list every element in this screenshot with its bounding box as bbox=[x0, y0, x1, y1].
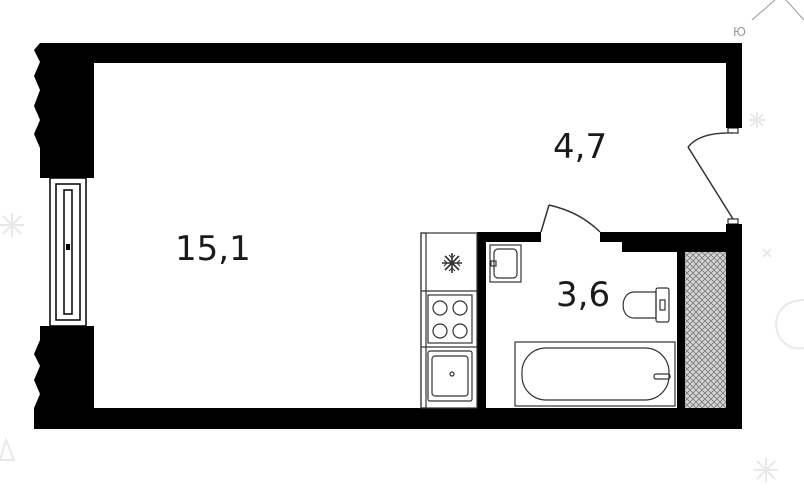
burner-2 bbox=[452, 300, 468, 316]
kitchen-unit bbox=[420, 232, 478, 409]
window bbox=[49, 177, 87, 327]
bathroom-door-leaf bbox=[540, 204, 550, 233]
decor-snowflake-icon bbox=[0, 213, 24, 237]
ventilation-shaft bbox=[685, 252, 726, 408]
bathtub-inner bbox=[521, 347, 670, 401]
kitchen-sink-bowl bbox=[431, 355, 469, 397]
compass-label: Ю bbox=[733, 25, 746, 39]
bathtub-tap bbox=[653, 373, 671, 380]
decor-cross-icon bbox=[762, 248, 772, 258]
decor-snowflake-icon-2 bbox=[754, 458, 778, 482]
window-tick-1 bbox=[66, 244, 70, 250]
washbasin-icon bbox=[489, 244, 522, 283]
bathroom-door bbox=[540, 204, 601, 233]
wall-shaft-left bbox=[677, 242, 685, 410]
burner-1 bbox=[432, 300, 448, 316]
toilet-bowl bbox=[622, 291, 657, 319]
washbasin-tap bbox=[490, 260, 497, 267]
room-area-bathroom: 3,6 bbox=[556, 275, 610, 315]
bathroom-fixtures bbox=[489, 244, 676, 407]
wall-left-jag-lower bbox=[34, 340, 40, 420]
burner-3 bbox=[432, 323, 448, 339]
entrance-door bbox=[687, 132, 734, 220]
bathroom-door-arc bbox=[548, 204, 601, 233]
decor-snowflake-icon-3 bbox=[749, 112, 765, 128]
entrance-door-leaf bbox=[687, 146, 734, 220]
decor-tree bbox=[0, 436, 16, 461]
bathtub-icon bbox=[514, 341, 676, 407]
wall-bathroom-left bbox=[477, 232, 486, 410]
stove-icon bbox=[427, 294, 473, 344]
snowflake-icon bbox=[442, 253, 462, 273]
kitchen-sink-drain bbox=[449, 371, 455, 377]
window-sash-outer bbox=[55, 183, 81, 321]
toilet-tank bbox=[655, 287, 670, 323]
walls bbox=[34, 43, 742, 429]
room-area-hall: 4,7 bbox=[553, 127, 607, 167]
washbasin-bowl bbox=[493, 248, 518, 279]
decor-curl bbox=[775, 299, 804, 350]
background-decor bbox=[0, 112, 804, 482]
wall-top bbox=[40, 43, 742, 63]
compass: Ю bbox=[733, 0, 804, 39]
wall-left-upper bbox=[40, 43, 94, 178]
door-jambs bbox=[727, 127, 739, 225]
wall-bathroom-top-left bbox=[477, 232, 541, 242]
toilet-icon bbox=[622, 287, 670, 323]
washbasin-outer bbox=[489, 244, 522, 283]
jamb-entrance-bottom bbox=[727, 218, 739, 225]
wall-bottom bbox=[34, 408, 742, 429]
room-area-main: 15,1 bbox=[175, 229, 251, 269]
wall-bathroom-step bbox=[622, 242, 726, 252]
wall-right-lower bbox=[726, 224, 742, 429]
wall-left-lower bbox=[40, 326, 94, 429]
compass-arc bbox=[751, 0, 776, 21]
sink-icon bbox=[427, 350, 473, 402]
bathtub-outer bbox=[514, 341, 676, 407]
wall-left-jag-upper bbox=[34, 43, 40, 148]
burner-4 bbox=[452, 323, 468, 339]
kitchen-sink-outer bbox=[427, 350, 473, 402]
kitchen-back-line bbox=[420, 232, 427, 409]
wall-right-upper bbox=[726, 43, 742, 128]
entrance-door-arc bbox=[687, 132, 734, 148]
compass-arc-2 bbox=[785, 0, 804, 21]
window-sash-inner bbox=[63, 189, 73, 315]
stove-plate bbox=[427, 294, 473, 344]
wall-bathroom-top-right bbox=[600, 232, 726, 242]
toilet-button bbox=[659, 299, 666, 311]
